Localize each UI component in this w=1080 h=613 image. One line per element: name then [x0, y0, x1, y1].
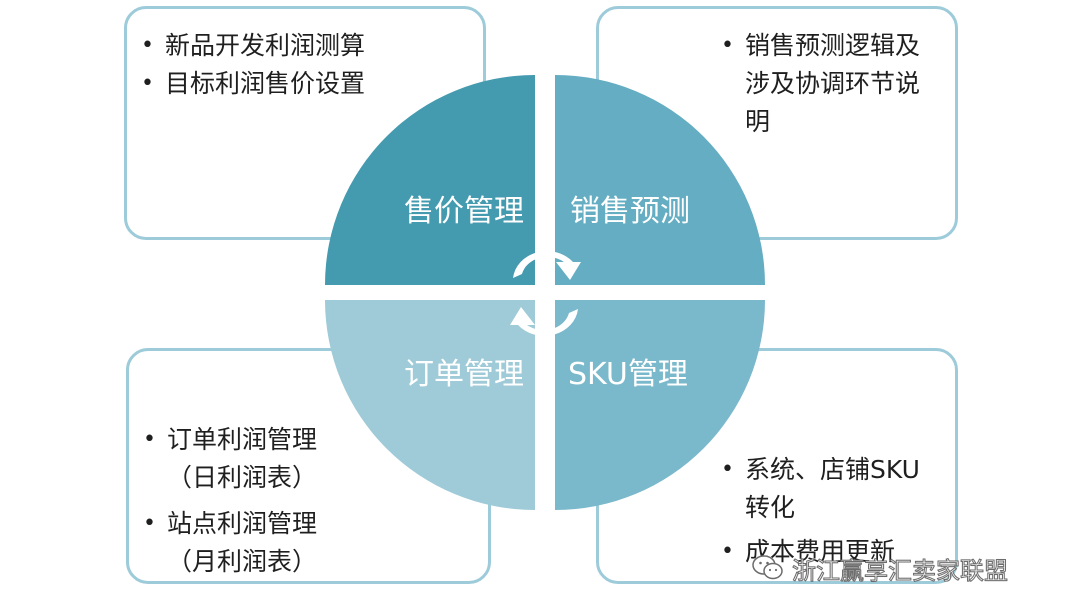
card-bottom-right-list: 系统、店铺SKU转化 成本费用更新 — [719, 451, 939, 571]
card-top-left-list: 新品开发利润测算 目标利润售价设置 — [139, 27, 483, 103]
list-item: 站点利润管理（月利润表） — [141, 505, 361, 581]
card-bottom-left-list: 订单利润管理（日利润表） 站点利润管理（月利润表） — [141, 421, 361, 581]
cycle-arrows-icon — [510, 251, 581, 336]
wechat-icon — [752, 555, 783, 580]
list-item: 订单利润管理（日利润表） — [141, 421, 361, 497]
list-item: 目标利润售价设置 — [139, 65, 483, 103]
card-top-right-list: 销售预测逻辑及涉及协调环节说明 — [719, 27, 934, 141]
quadrant-label-price: 售价管理 — [404, 194, 524, 229]
list-item: 系统、店铺SKU转化 — [719, 451, 939, 527]
list-item: 新品开发利润测算 — [139, 27, 483, 65]
watermark-text: 浙江赢享汇卖家联盟 — [792, 556, 1009, 585]
quadrant-label-order: 订单管理 — [404, 357, 524, 392]
quadrant-label-sku: SKU管理 — [568, 357, 688, 392]
list-item: 销售预测逻辑及涉及协调环节说明 — [719, 27, 934, 141]
quadrant-bottom-left — [325, 300, 535, 510]
quadrant-bottom-right — [555, 300, 765, 510]
watermark: 浙江赢享汇卖家联盟 — [752, 552, 1009, 585]
quadrant-label-forecast: 销售预测 — [570, 194, 690, 229]
quadrant-top-right — [555, 75, 765, 285]
quadrant-top-left — [325, 75, 535, 285]
